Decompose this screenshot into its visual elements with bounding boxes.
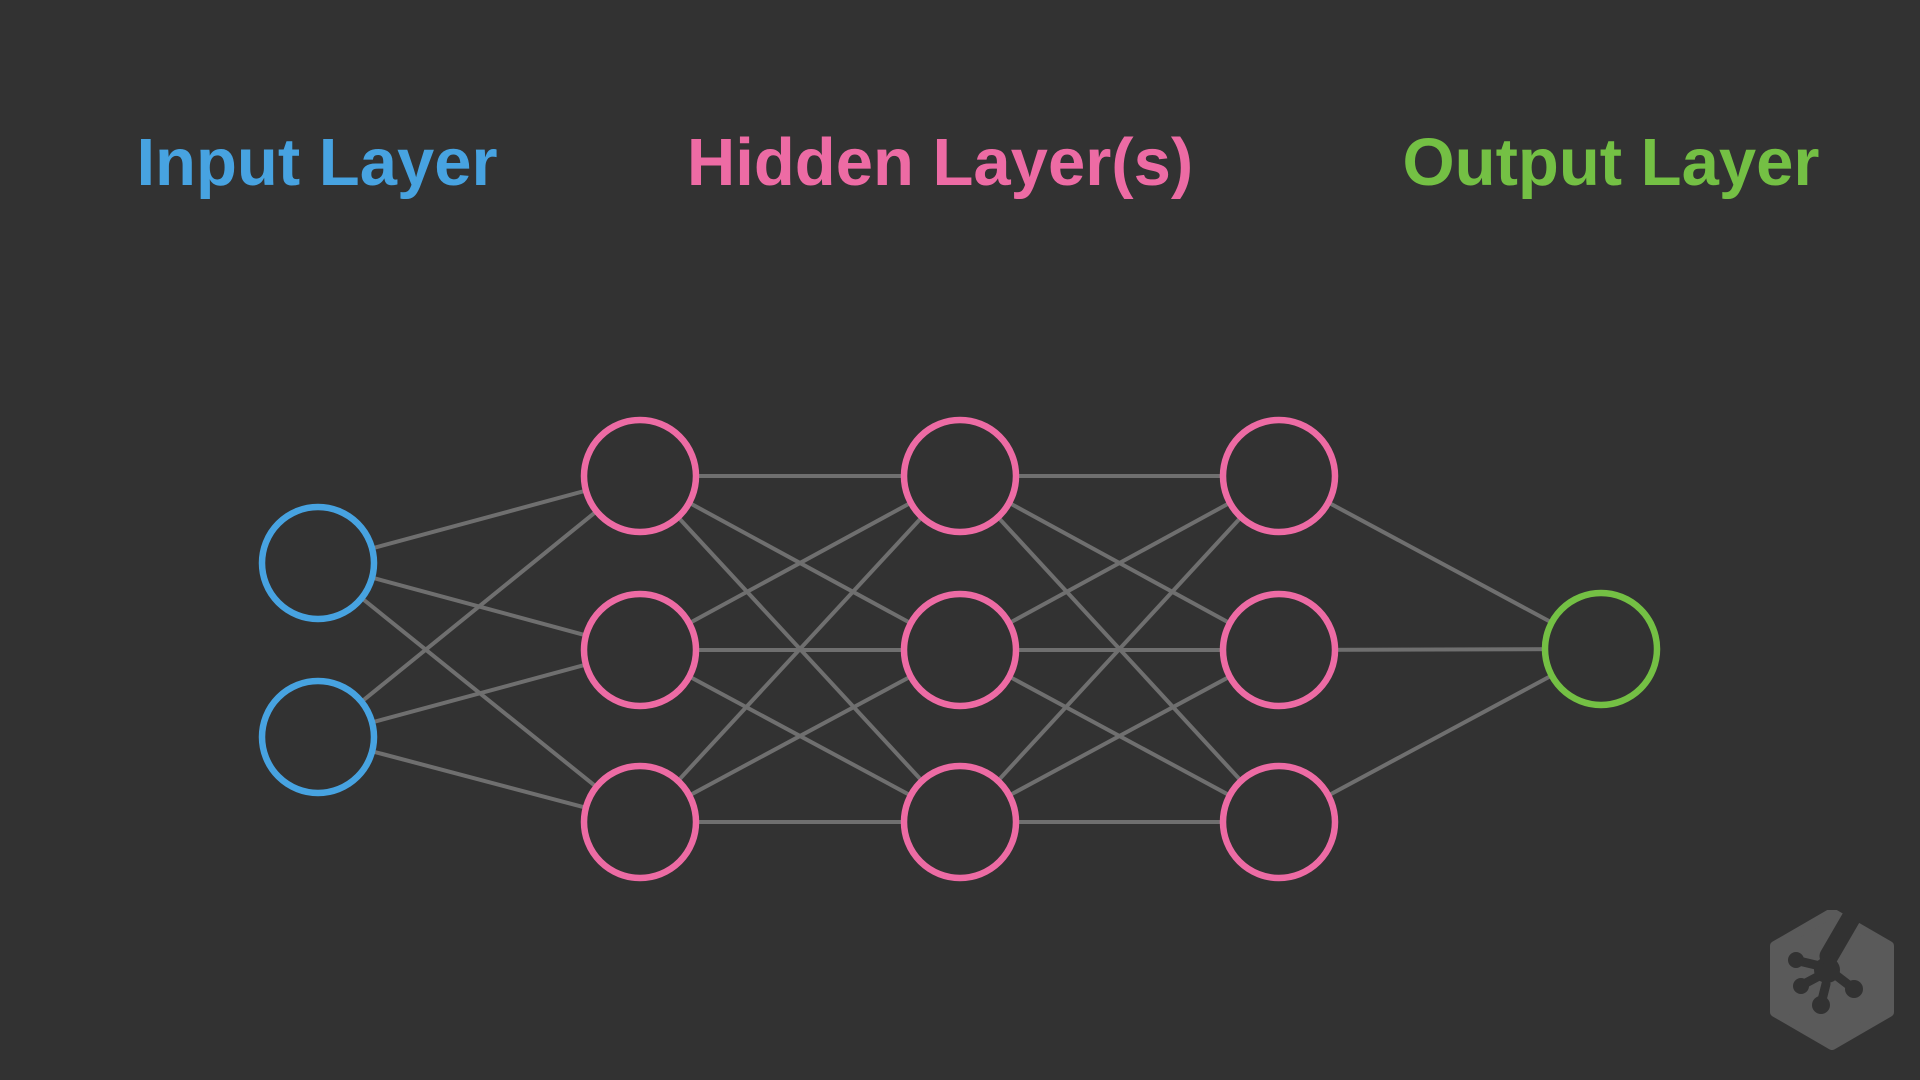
hidden-1-node-1 xyxy=(580,416,700,536)
hidden-1-node-2 xyxy=(580,590,700,710)
logo-frog-foot xyxy=(1788,910,1867,1014)
hidden-layer-label: Hidden Layer(s) xyxy=(686,125,1194,200)
treehouse-logo-icon xyxy=(1770,910,1894,1050)
hidden-2-node-3 xyxy=(900,762,1020,882)
hidden-1-node-3 xyxy=(580,762,700,882)
output-layer-label: Output Layer xyxy=(1402,125,1820,200)
hidden-3-node-3 xyxy=(1219,762,1339,882)
hidden-2-node-2 xyxy=(900,590,1020,710)
hidden-2-node-1 xyxy=(900,416,1020,536)
output-node-1 xyxy=(1541,589,1661,709)
hidden-3-node-1 xyxy=(1219,416,1339,536)
input-node-2 xyxy=(258,677,378,797)
input-layer-label: Input Layer xyxy=(136,125,498,200)
input-node-1 xyxy=(258,503,378,623)
hidden-3-node-2 xyxy=(1219,590,1339,710)
